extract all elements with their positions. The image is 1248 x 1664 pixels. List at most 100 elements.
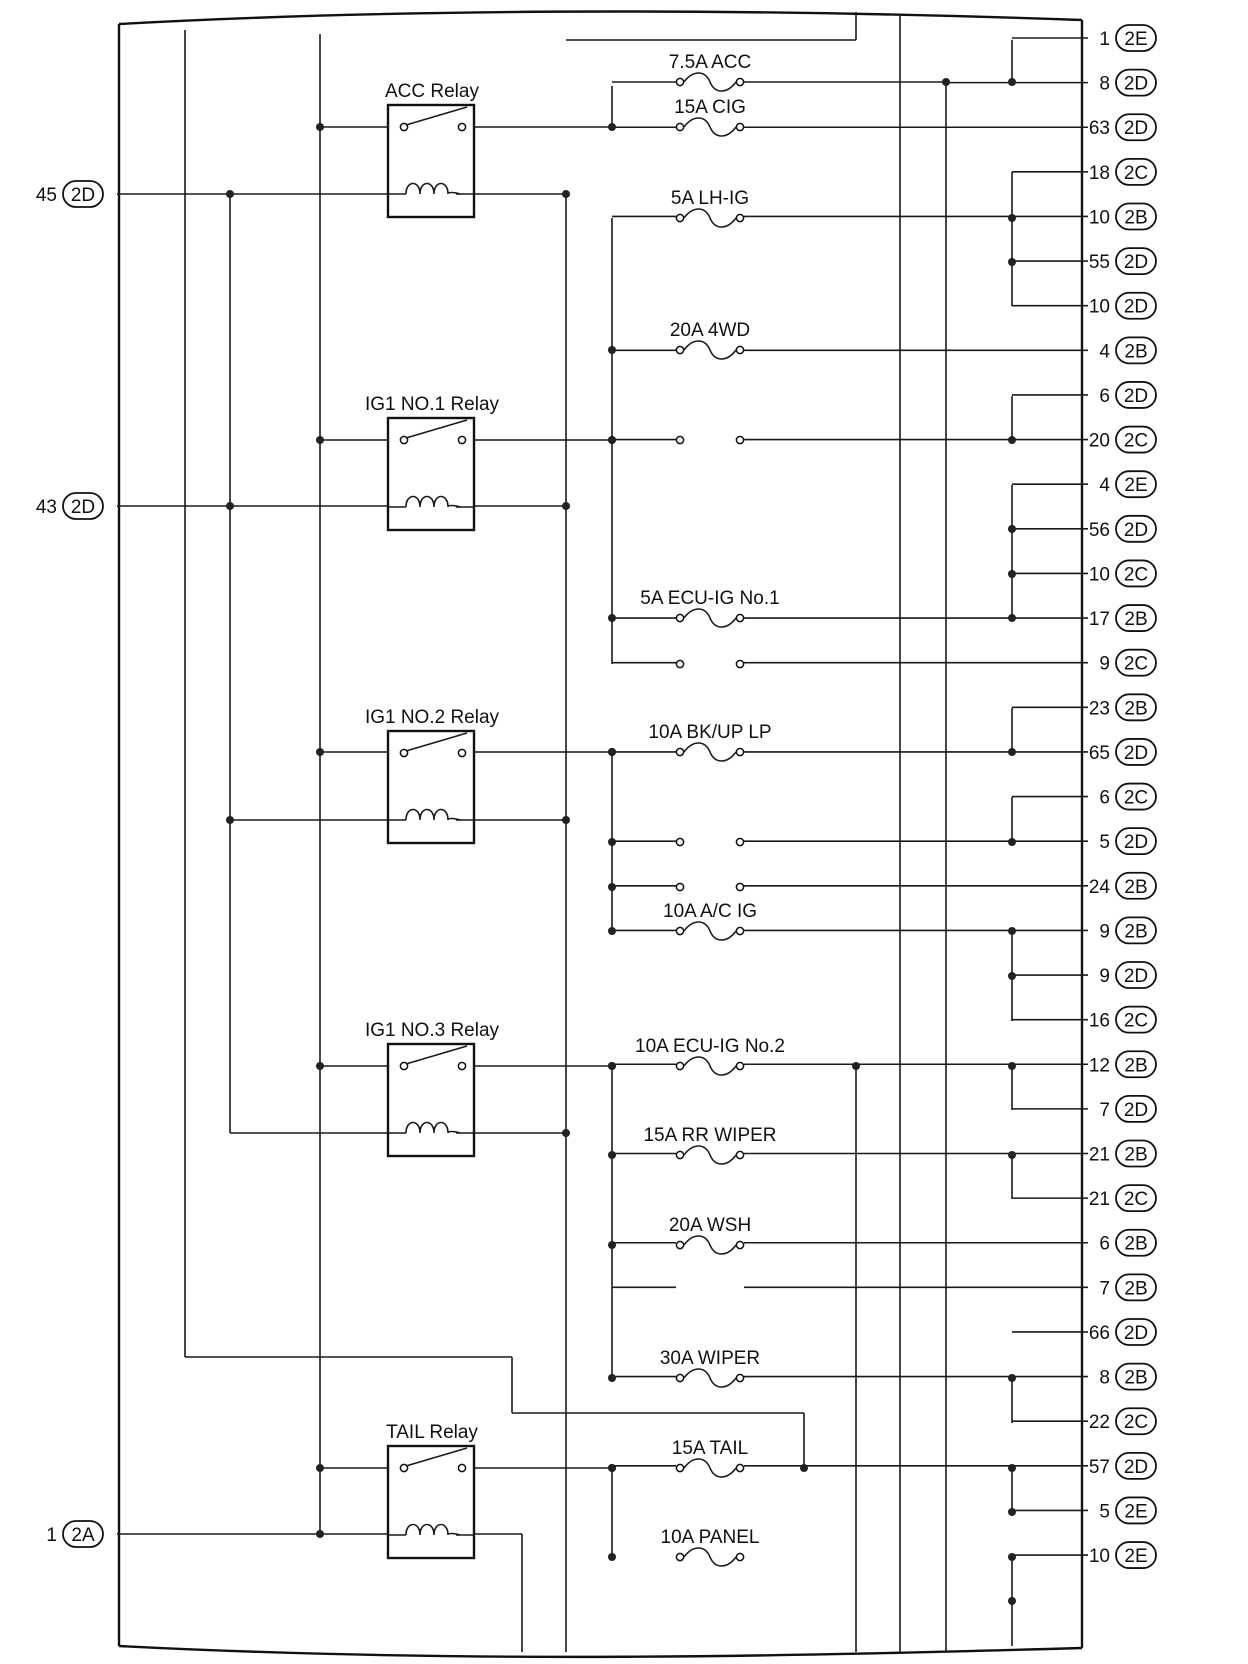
relay-4: TAIL Relay bbox=[386, 1422, 478, 1560]
connector-id: 2E bbox=[1124, 475, 1147, 496]
fuse-element bbox=[683, 1547, 737, 1567]
connector-id: 2C bbox=[1124, 431, 1148, 452]
fuse-terminal-a bbox=[675, 345, 685, 355]
relay-contact-right bbox=[457, 122, 467, 132]
pin-number: 57 bbox=[1089, 1457, 1110, 1478]
fuse-4: 5A ECU-IG No.1 bbox=[640, 588, 780, 628]
wiring bbox=[117, 10, 1088, 1659]
fuse-terminal-a bbox=[675, 1150, 685, 1160]
junction-dot-2 bbox=[226, 502, 234, 510]
fuse-0: 7.5A ACC bbox=[669, 52, 751, 92]
connector-id: 2E bbox=[1124, 1501, 1147, 1522]
relay-3: IG1 NO.3 Relay bbox=[365, 1020, 500, 1158]
connector-id: 2D bbox=[1124, 1323, 1148, 1344]
fuse-label: 15A CIG bbox=[674, 97, 746, 118]
relay-1: IG1 NO.1 Relay bbox=[365, 394, 500, 532]
connector-pill bbox=[1115, 336, 1157, 365]
junction-dot-1 bbox=[562, 190, 570, 198]
fuse-terminal-b bbox=[735, 213, 745, 223]
relay-0: ACC Relay bbox=[385, 81, 479, 219]
pin-number: 8 bbox=[1099, 1368, 1110, 1389]
pin-number: 7 bbox=[1099, 1278, 1110, 1299]
connector-id: 2D bbox=[1124, 832, 1148, 853]
connector-pill bbox=[1115, 916, 1157, 945]
connector-pill bbox=[1115, 1094, 1157, 1123]
pin-number: 9 bbox=[1099, 921, 1110, 942]
junction-dot-51 bbox=[800, 1464, 808, 1472]
connector-id: 2D bbox=[1124, 1100, 1148, 1121]
relay-coil bbox=[405, 1121, 461, 1134]
fuse-terminal-a bbox=[675, 122, 685, 132]
pin-number: 16 bbox=[1089, 1011, 1110, 1032]
connector-id: 2B bbox=[1124, 921, 1147, 942]
junction-dot-48 bbox=[608, 1464, 616, 1472]
junction-dot-27 bbox=[1008, 838, 1016, 846]
pin-number: 6 bbox=[1099, 1234, 1110, 1255]
fuse-element bbox=[683, 742, 737, 762]
fuse-11: 15A TAIL bbox=[672, 1438, 748, 1478]
connector-id: 2B bbox=[1124, 207, 1147, 228]
open-contact-a-0 bbox=[675, 435, 685, 445]
fuse-element bbox=[683, 921, 737, 941]
junction-dot-8 bbox=[316, 123, 324, 131]
connector-pill bbox=[1115, 871, 1157, 900]
fuse-8: 15A RR WIPER bbox=[643, 1125, 777, 1165]
connector-id: 2D bbox=[71, 497, 95, 518]
fuse-element bbox=[683, 608, 737, 628]
fuse-terminal-b bbox=[735, 1463, 745, 1473]
pin-number: 10 bbox=[1089, 207, 1110, 228]
junction-dot-39 bbox=[608, 614, 616, 622]
connector-pill bbox=[1115, 381, 1157, 409]
fuse-terminal-b bbox=[735, 613, 745, 623]
fuse-terminal-b bbox=[735, 1240, 745, 1250]
right-terminal-4: 10 2B bbox=[1089, 202, 1157, 231]
relay-box bbox=[386, 416, 476, 532]
fuse-label: 15A TAIL bbox=[672, 1438, 748, 1459]
fuse-element bbox=[683, 1145, 737, 1165]
junction-dot-19 bbox=[1008, 78, 1016, 86]
junction-dots bbox=[226, 78, 1016, 1605]
connector-id: 2C bbox=[1124, 654, 1148, 675]
connector-pill bbox=[1115, 738, 1157, 766]
fuse-terminal-b bbox=[735, 1373, 745, 1383]
pin-number: 10 bbox=[1089, 1546, 1110, 1567]
pin-number: 6 bbox=[1099, 386, 1110, 407]
connector-pill bbox=[62, 1520, 104, 1548]
pin-number: 21 bbox=[1089, 1189, 1110, 1210]
junction-dot-18 bbox=[942, 78, 950, 86]
junction-dot-23 bbox=[1008, 525, 1016, 533]
junction-dot-30 bbox=[1008, 1062, 1016, 1070]
fuse-element bbox=[683, 208, 737, 228]
open-contact-a-3 bbox=[675, 882, 685, 892]
connector-id: 2D bbox=[1124, 118, 1148, 139]
connector-id: 2D bbox=[1124, 966, 1148, 987]
pin-number: 23 bbox=[1089, 698, 1110, 719]
connector-pill bbox=[62, 180, 104, 208]
fuse-9: 20A WSH bbox=[669, 1215, 751, 1255]
connector-pill bbox=[1115, 68, 1157, 97]
junction-dot-41 bbox=[608, 838, 616, 846]
fuse-label: 10A ECU-IG No.2 bbox=[635, 1036, 785, 1057]
connector-id: 2C bbox=[1124, 788, 1148, 809]
relay-switch-arm bbox=[405, 732, 468, 752]
connector-id: 2C bbox=[1124, 1412, 1148, 1433]
fuse-label: 7.5A ACC bbox=[669, 52, 751, 73]
connector-pill bbox=[1115, 1005, 1157, 1034]
